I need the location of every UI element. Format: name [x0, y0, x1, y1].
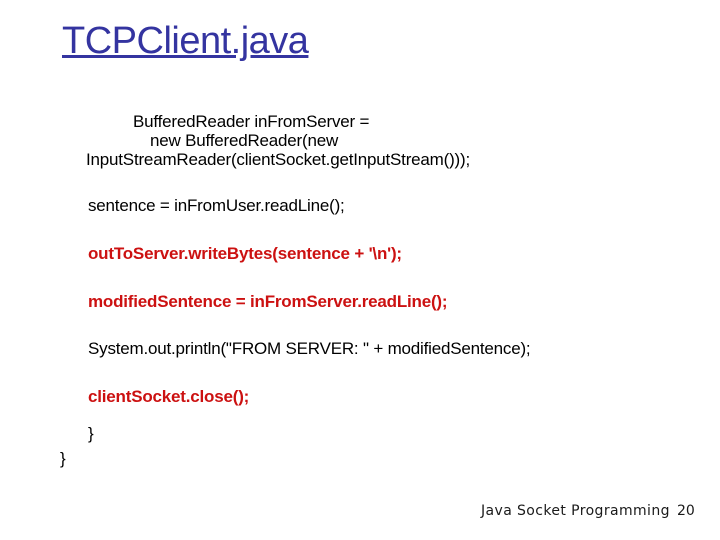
code-line-writebytes: outToServer.writeBytes(sentence + '\n');	[88, 244, 402, 263]
code-line-socket-close: clientSocket.close();	[88, 387, 250, 406]
code-line-println: System.out.println("FROM SERVER: " + mod…	[88, 339, 531, 358]
code-line-closing-brace-inner: }	[88, 424, 94, 443]
code-line-bufferedreader-decl: BufferedReader inFromServer =	[133, 112, 370, 131]
code-line-new-bufferedreader: new BufferedReader(new	[150, 131, 339, 150]
footer-title: Java Socket Programming	[481, 503, 670, 519]
slide-page-number: 20	[677, 503, 695, 519]
code-line-sentence-readline: sentence = inFromUser.readLine();	[88, 196, 345, 215]
code-line-modifiedsentence: modifiedSentence = inFromServer.readLine…	[88, 292, 448, 311]
code-line-inputstreamreader: InputStreamReader(clientSocket.getInputS…	[86, 150, 471, 169]
code-line-closing-brace-outer: }	[60, 449, 66, 468]
slide-title: TCPClient.java	[62, 20, 309, 62]
